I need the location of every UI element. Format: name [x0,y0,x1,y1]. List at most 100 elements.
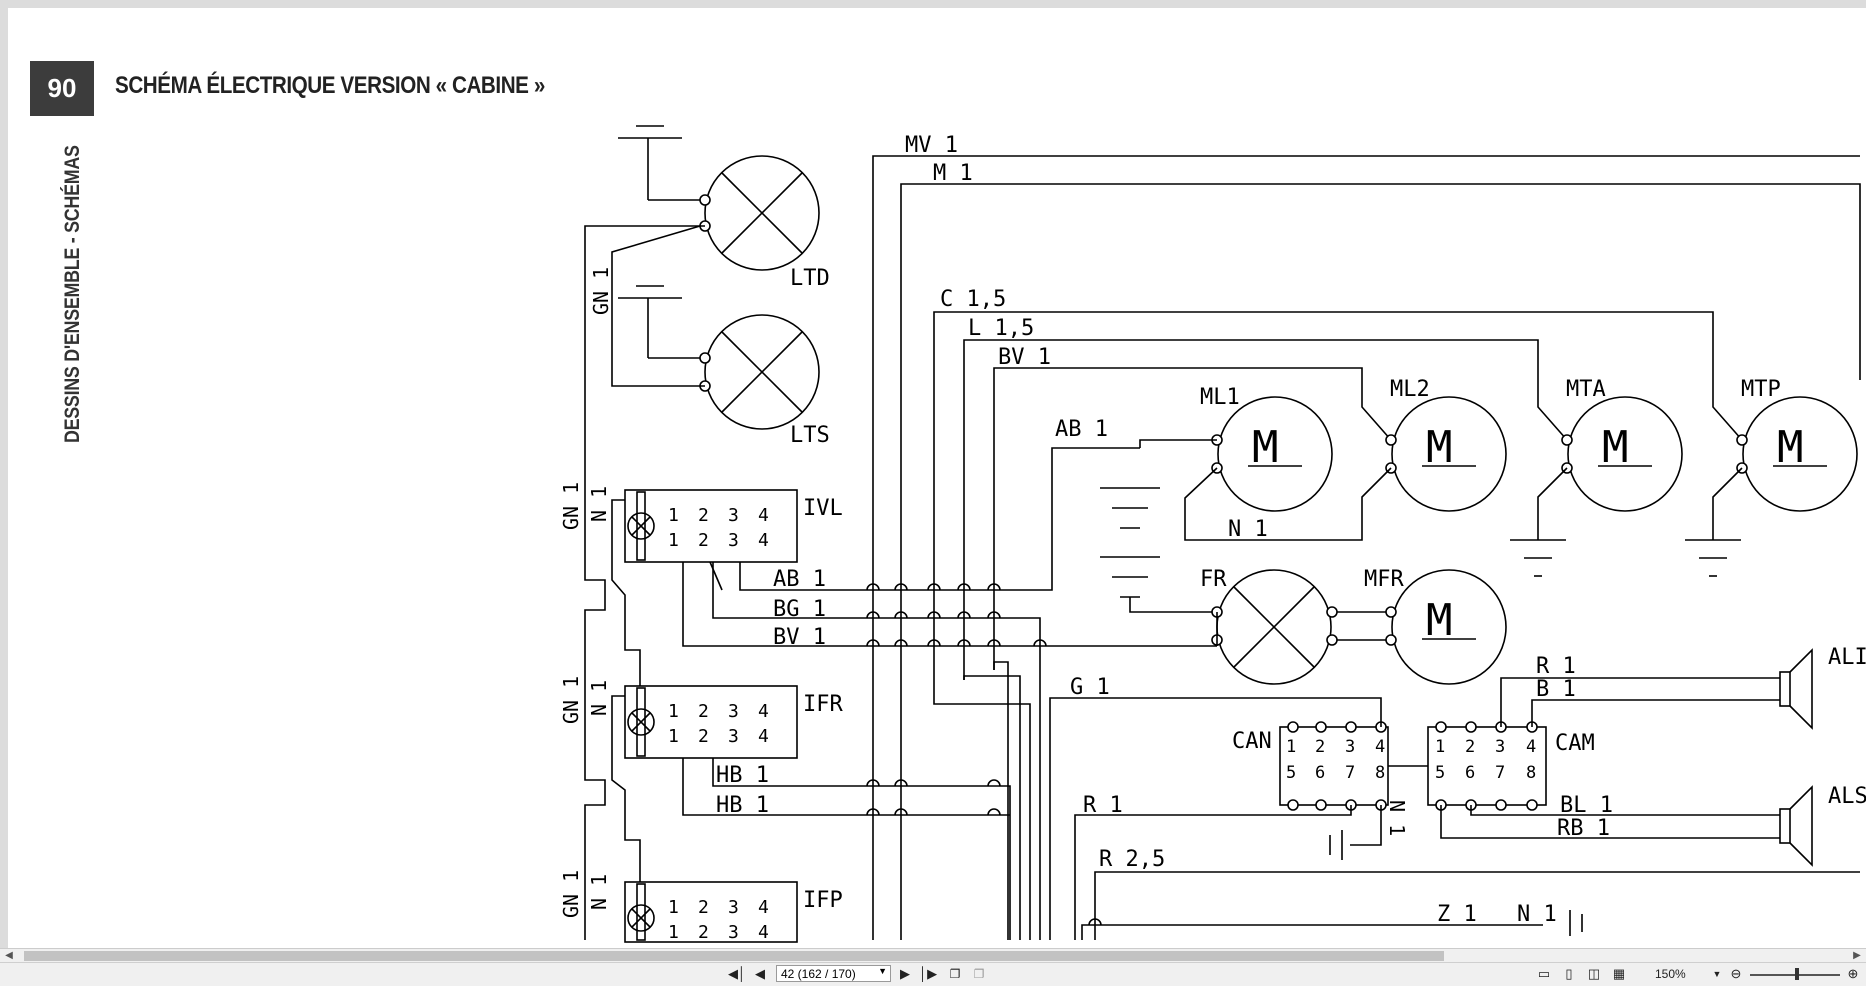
wire-label: L 1,5 [968,316,1034,341]
facing-view-icon[interactable]: ◫ [1587,966,1601,981]
pin-label: 3 [728,701,739,722]
zoom-slider-handle[interactable] [1795,968,1799,980]
motor-ml2: M ML2 [1385,377,1507,512]
page-select[interactable]: 42 (162 / 170) ▼ [776,965,891,982]
paste-page-icon[interactable]: ❐ [973,967,985,981]
pin-label: 1 [668,530,679,551]
page-number-badge: 90 [30,61,94,116]
zoom-dropdown-icon[interactable]: ▼ [1712,969,1722,979]
lamp-ltd: LTD [618,125,830,291]
wire-label: BL 1 [1560,793,1613,818]
motor-glyph: M [1602,422,1629,473]
wire-label: M 1 [933,161,973,186]
scroll-right-arrow-icon[interactable]: ▶ [1853,950,1861,961]
pin-label: 4 [1375,737,1385,757]
pin-label: 3 [728,726,739,747]
zoom-out-icon[interactable]: ⊖ [1730,966,1742,981]
pin-label: 8 [1526,763,1536,783]
speaker-label: ALI [1828,645,1866,670]
pin-label: 1 [668,701,679,722]
pin-label: 4 [758,505,769,526]
last-page-icon[interactable]: │▶ [918,966,938,981]
motor-glyph: M [1426,595,1453,646]
zoom-level[interactable]: 150% [1655,967,1686,981]
motor-mta: M MTA [1561,377,1683,512]
prev-page-icon[interactable]: ◀ [755,966,765,981]
zoom-in-icon[interactable]: ⊕ [1847,966,1859,981]
pdf-page: 90 SCHÉMA ÉLECTRIQUE VERSION « CABINE » … [8,8,1866,948]
wire-label: GN 1 [559,482,583,530]
motor-label: MFR [1364,567,1404,592]
wire-label: BG 1 [773,597,826,622]
motor-label: ML1 [1200,385,1240,410]
wire-crossings [866,583,1047,816]
copy-page-icon[interactable]: ❐ [949,967,961,981]
pin-label: 1 [668,726,679,747]
lamp-lts: LTS [618,285,830,448]
motor-mtp: M MTP [1736,377,1858,512]
wire-label: AB 1 [773,567,826,592]
pin-label: 7 [1495,763,1505,783]
first-page-icon[interactable]: ◀│ [727,966,747,981]
motor-mfr: M MFR [1364,567,1507,685]
pin-label: 3 [728,897,739,918]
bottom-toolbar: ◀│ ◀ 42 (162 / 170) ▼ ▶ │▶ ❐ ❐ ▭ ▯ ◫ ▦ 1… [0,962,1866,986]
pin-label: 5 [1435,763,1445,783]
continuous-view-icon[interactable]: ▯ [1565,966,1573,981]
pin-label: 2 [698,505,709,526]
wiring-schematic: LTD LTS GN 1 MV 1 M 1 [559,125,1866,943]
lamp-fr: FR [1200,567,1338,685]
wire-label: GN 1 [589,267,613,315]
pin-label: 2 [698,530,709,551]
chevron-down-icon: ▼ [878,966,887,976]
wire-label: B 1 [1536,677,1576,702]
wire-label: G 1 [1070,675,1110,700]
wire-label: HB 1 [716,763,769,788]
pin-label: 2 [698,701,709,722]
switch-label: IFP [803,888,843,913]
wire-label: R 1 [1083,793,1123,818]
scroll-left-arrow-icon[interactable]: ◀ [5,950,13,961]
pin-label: 1 [1286,737,1296,757]
page-title: SCHÉMA ÉLECTRIQUE VERSION « CABINE » [115,72,545,99]
wire-label: GN 1 [559,676,583,724]
connector-label: CAM [1555,731,1595,756]
horizontal-scrollbar[interactable]: ◀ ▶ [0,948,1866,963]
pin-label: 2 [698,726,709,747]
pin-label: 3 [1345,737,1355,757]
pin-label: 5 [1286,763,1296,783]
wire-label: BV 1 [998,345,1051,370]
speaker-ali: ALI [1779,645,1866,730]
wire-label: N 1 [587,874,611,910]
wire-label: HB 1 [716,793,769,818]
wire-label: AB 1 [1055,417,1108,442]
pin-label: 2 [698,922,709,943]
wire-label: R 2,5 [1099,847,1165,872]
pin-label: 2 [698,897,709,918]
motor-glyph: M [1426,422,1453,473]
pin-label: 1 [668,505,679,526]
lamp-label: LTD [790,266,830,291]
motor-label: MTP [1741,377,1781,402]
lamp-label: FR [1200,567,1227,592]
wire-label: N 1 [1228,517,1268,542]
speaker-als: ALS [1779,784,1866,867]
wire-label: Z 1 [1437,902,1477,927]
pin-label: 6 [1315,763,1325,783]
pin-label: 3 [728,505,739,526]
pin-label: 2 [1465,737,1475,757]
wire-label: C 1,5 [940,287,1006,312]
wire-label: R 1 [1536,654,1576,679]
pin-label: 7 [1345,763,1355,783]
document-viewer: 90 SCHÉMA ÉLECTRIQUE VERSION « CABINE » … [8,8,1866,948]
single-page-view-icon[interactable]: ▭ [1537,966,1551,981]
pin-label: 3 [1495,737,1505,757]
pin-label: 6 [1465,763,1475,783]
motor-label: ML2 [1390,377,1430,402]
continuous-facing-view-icon[interactable]: ▦ [1612,966,1626,981]
next-page-icon[interactable]: ▶ [900,966,910,981]
scrollbar-thumb[interactable] [24,951,1444,961]
connector-label: CAN [1232,729,1272,754]
pin-label: 4 [1526,737,1536,757]
pin-label: 1 [1435,737,1445,757]
